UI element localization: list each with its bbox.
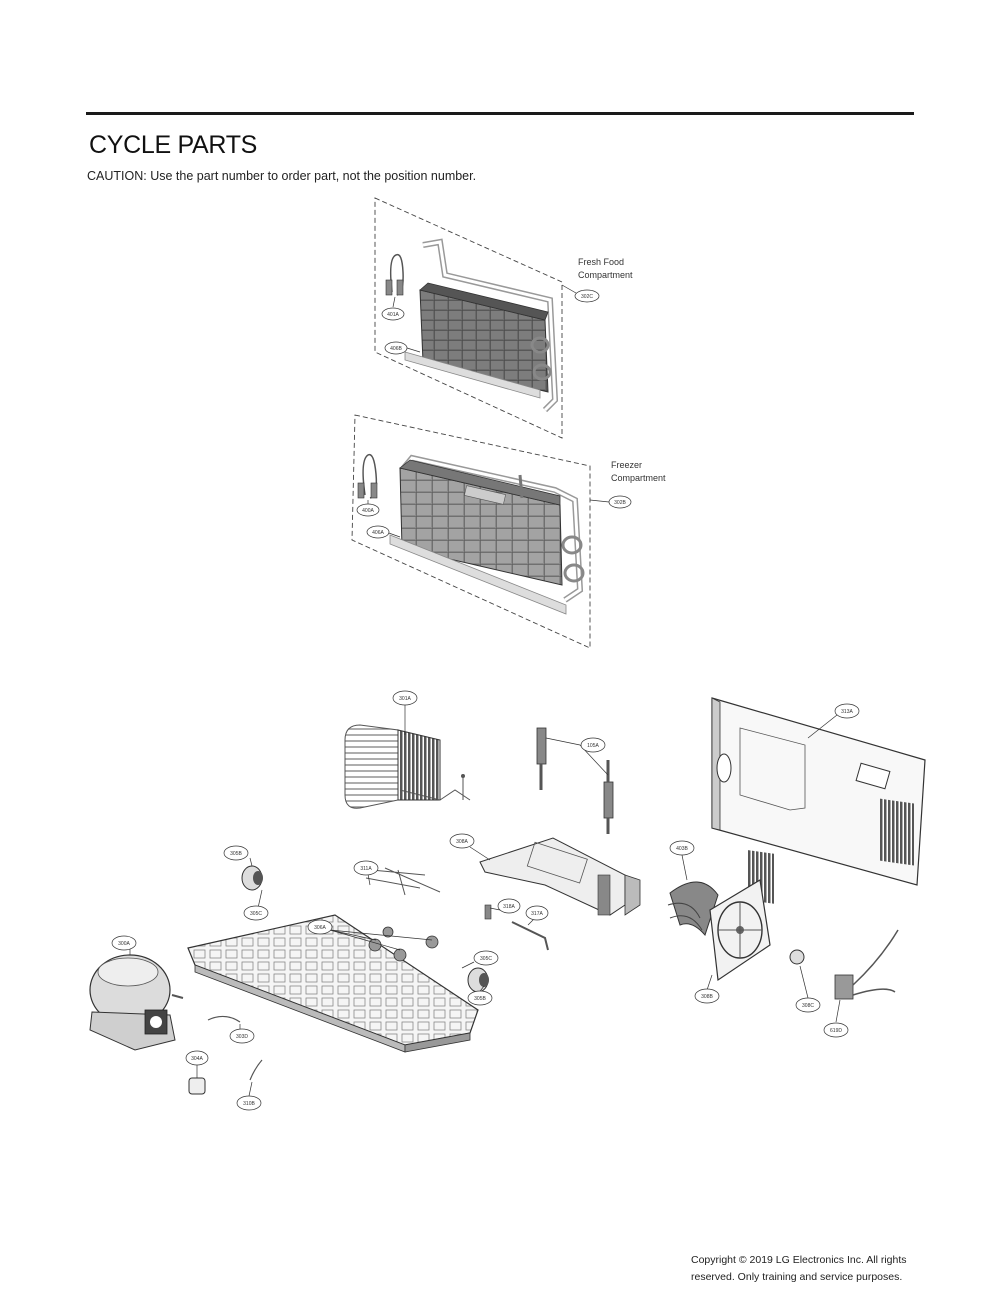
copyright-line-2: reserved. Only training and service purp… (691, 1271, 903, 1283)
callout-308c: 308C (802, 1003, 814, 1009)
callout-403b: 403B (676, 846, 688, 852)
fresh-food-compartment-label: Compartment (578, 270, 633, 280)
copyright-line-1: Copyright © 2019 LG Electronics Inc. All… (691, 1254, 907, 1266)
callout-305c-top: 305C (250, 911, 262, 917)
copyright-notice: Copyright © 2019 LG Electronics Inc. All… (691, 1252, 981, 1286)
callout-306a: 306A (314, 925, 326, 931)
callout-406b: 406B (390, 346, 402, 352)
fresh-food-label: Fresh Food (578, 257, 624, 267)
rear-cover-panel (711, 697, 926, 904)
header-rule (86, 112, 914, 115)
callout-311a: 311A (360, 866, 372, 872)
callout-303d: 303D (236, 1034, 248, 1040)
callout-619d: 619D (830, 1028, 842, 1034)
fresh-food-evaporator-group (374, 197, 563, 439)
callout-305b-mid: 305B (474, 996, 486, 1002)
callout-313a: 313A (841, 709, 853, 715)
callout-ovals (111, 289, 860, 1111)
callout-304a: 304A (191, 1056, 203, 1062)
callout-401a: 401A (387, 312, 399, 318)
callout-302c: 302C (581, 294, 593, 300)
callout-302b: 302B (614, 500, 626, 506)
callout-310b: 310B (243, 1101, 255, 1107)
small-components (188, 865, 899, 1095)
page-title: CYCLE PARTS (89, 131, 258, 159)
callout-406a: 406A (372, 530, 384, 536)
callout-308b: 308B (701, 994, 713, 1000)
freezer-compartment-label: Compartment (611, 473, 666, 483)
callout-400a: 400A (362, 508, 374, 514)
fan-assembly (667, 879, 771, 982)
callout-305c-mid: 305C (480, 956, 492, 962)
callout-318a: 318A (503, 904, 515, 910)
machine-compartment-bracket (479, 837, 641, 916)
callout-305b-top: 305B (230, 851, 242, 857)
callout-105a: 105A (587, 743, 599, 749)
callout-300a: 300A (118, 941, 130, 947)
leader-lines (129, 284, 841, 1097)
callout-308a: 308A (456, 839, 468, 845)
freezer-label: Freezer (611, 460, 642, 470)
base-plate (187, 914, 479, 1053)
freezer-evaporator-group (351, 414, 591, 649)
compressor (89, 954, 184, 1051)
callout-301a: 301A (399, 696, 411, 702)
caution-note: CAUTION: Use the part number to order pa… (87, 169, 477, 183)
callout-317a: 317A (531, 911, 543, 917)
condenser-assembly (344, 724, 471, 809)
water-line-tubes (536, 727, 614, 834)
